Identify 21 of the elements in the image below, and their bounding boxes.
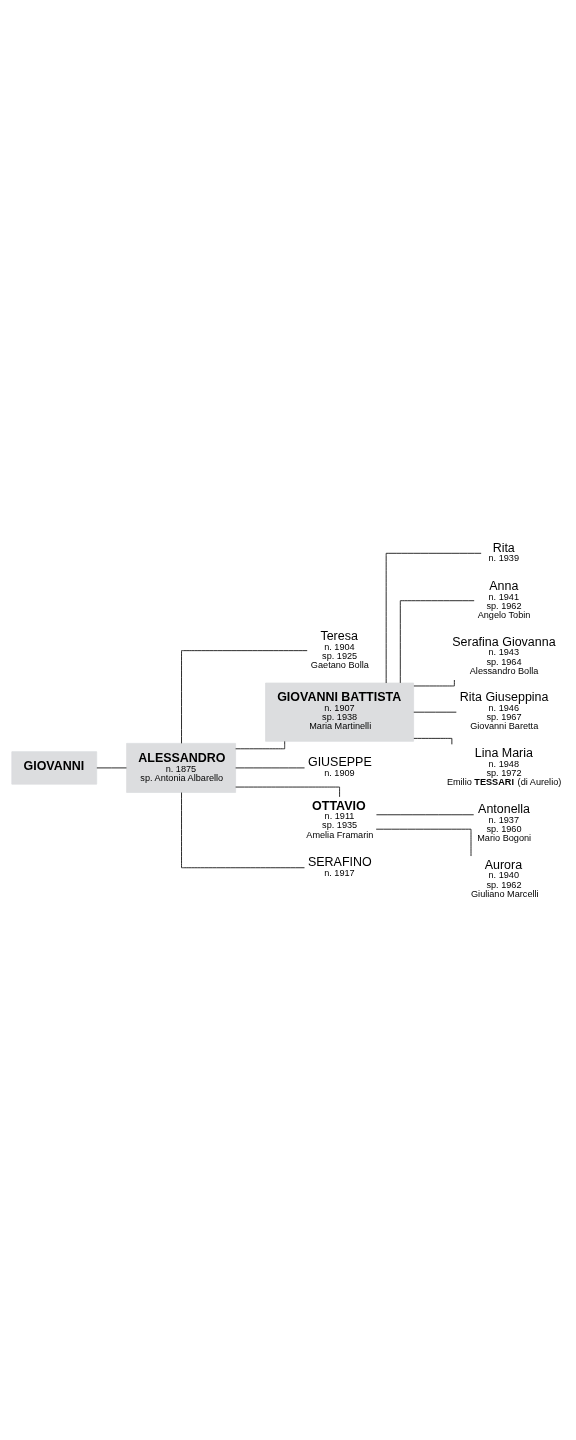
node-box: GIOVANNI bbox=[11, 750, 98, 785]
connector bbox=[375, 828, 472, 856]
connector bbox=[385, 552, 482, 683]
node-text: Teresa n. 1904 sp. 1925 Gaetano Bolla bbox=[310, 628, 369, 670]
node-text: OTTAVIO n. 1911 sp. 1935 Amelia Framarin bbox=[306, 798, 374, 840]
connector bbox=[181, 649, 308, 744]
connector bbox=[413, 737, 453, 745]
node-text: SERAFINO n. 1917 bbox=[307, 854, 372, 878]
node-text: Anna n. 1941 sp. 1962 Angelo Tobin bbox=[477, 578, 531, 620]
connector bbox=[235, 740, 286, 749]
node-text: Rita n. 1939 bbox=[488, 540, 519, 563]
node-text: Serafina Giovanna n. 1943 sp. 1964 Alessandro Bolla bbox=[452, 634, 556, 676]
node-text: GIUSEPPE n. 1909 bbox=[307, 754, 372, 778]
node-text: Aurora n. 1940 sp. 1962 Giuliano Marcelli bbox=[471, 857, 539, 899]
connector bbox=[181, 791, 305, 868]
connector bbox=[399, 599, 475, 683]
node-box: GIOVANNI BATTISTA n. 1907 sp. 1938 Maria Martinelli bbox=[265, 682, 415, 742]
node-text: Antonella n. 1937 sp. 1960 Mario Bogoni bbox=[477, 801, 532, 843]
node-box: ALESSANDRO n. 1875 sp. Antonia Albarello bbox=[126, 742, 236, 793]
node-text: Rita Giuseppina n. 1946 sp. 1967 Giovanni Baretta bbox=[459, 689, 549, 731]
node-text: Lina Maria n. 1948 sp. 1972 Emilio TESSARI (di Aurelio) bbox=[446, 745, 562, 787]
